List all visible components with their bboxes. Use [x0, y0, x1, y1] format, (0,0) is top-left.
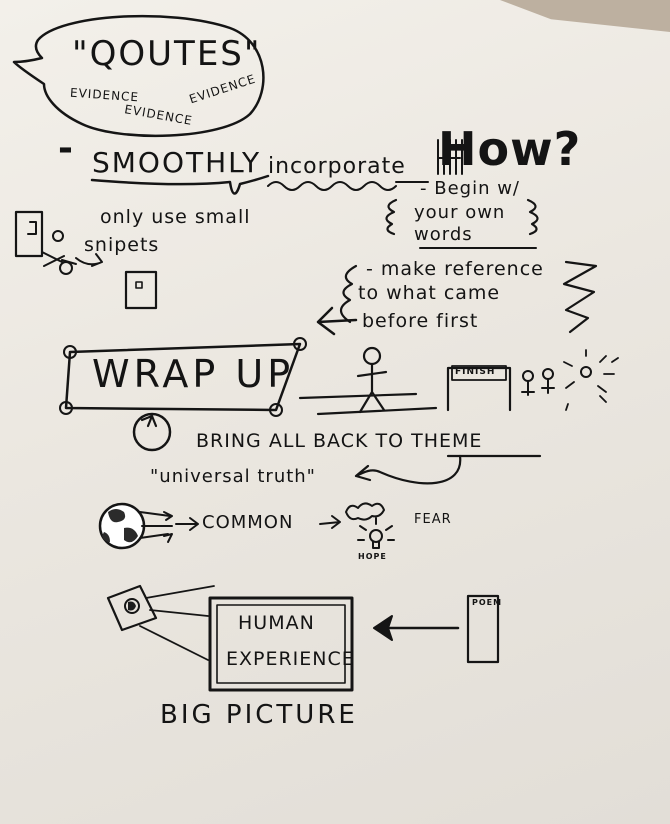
camera-lens-fill [128, 601, 136, 611]
scissors-icon [52, 230, 64, 242]
sun-icon [580, 366, 592, 378]
snippets-line-1: only use small [100, 206, 251, 228]
theme-connector-curve [354, 454, 462, 485]
smoothly-dash: - [58, 128, 74, 169]
camera-icon [106, 584, 158, 632]
common-label: COMMON [202, 512, 294, 533]
wrap-up-label: WRAP UP [92, 352, 295, 396]
wrap-up-corner-br [269, 403, 283, 417]
scissors-handle-icon [59, 261, 73, 275]
page-icon-notch [27, 221, 37, 235]
incorporate-squiggle [267, 181, 397, 191]
rotate-circle-icon [132, 412, 172, 452]
begin-brace-right [526, 198, 539, 236]
reference-line-3: before first [362, 310, 479, 332]
person-body-1 [521, 380, 535, 396]
wrap-up-corner-tl [63, 345, 77, 359]
page-icon-small-inner [135, 281, 143, 289]
camera-lens [124, 598, 140, 614]
wrap-up-box [64, 342, 302, 412]
reference-line-2: to what came [358, 282, 501, 304]
reference-zigzag-right [562, 260, 598, 334]
theme-line: BRING ALL BACK TO THEME [196, 430, 483, 452]
quotes-speech-bubble [12, 14, 265, 138]
snippets-line-2: snipets [84, 234, 160, 256]
person-icon-2 [542, 368, 554, 380]
globe-continents [102, 509, 138, 543]
person-icon-1 [522, 370, 534, 382]
ground-line [298, 392, 438, 416]
universal-truth: "universal truth" [150, 466, 316, 487]
smoothly-word: SMOOTHLY [92, 146, 262, 179]
person-body-2 [541, 378, 555, 394]
hope-bulb-icon [369, 529, 383, 543]
incorporate-word: incorporate [268, 154, 406, 179]
human-label: HUMAN [238, 612, 315, 634]
hope-label: HOPE [358, 552, 387, 561]
page-icon-small [124, 270, 158, 310]
poem-label: POEM [472, 598, 503, 607]
human-experience-frame [208, 596, 354, 692]
sun-rays [563, 349, 619, 411]
wrap-up-corner-tr [293, 337, 307, 351]
experience-label: EXPERIENCE [226, 648, 355, 670]
scissors-blades [41, 251, 77, 267]
finish-sign-box [451, 365, 507, 381]
begin-line-2: your own [414, 202, 506, 223]
rotate-arrow-icon [140, 414, 158, 428]
begin-brace-left [385, 198, 398, 236]
finish-sign-label: FINISH [455, 367, 496, 377]
quotes-heading: "QOUTES" [72, 34, 262, 74]
snippet-arrow [75, 253, 103, 267]
begin-line-1: - Begin w/ [420, 178, 520, 199]
common-arrow-1 [175, 517, 199, 531]
human-experience-frame-inner [216, 604, 346, 684]
how-shading [437, 139, 463, 175]
page-icon-left [14, 210, 44, 258]
begin-line-3: words [414, 224, 473, 245]
projection-lines [139, 585, 215, 661]
poem-arrowhead [373, 615, 393, 641]
reference-arrow [316, 306, 358, 336]
big-picture-caption: BIG PICTURE [160, 700, 358, 730]
fear-label: FEAR [414, 512, 452, 527]
globe-icon [98, 502, 146, 550]
fear-cloud-icon [345, 502, 385, 521]
wrap-up-corner-bl [59, 401, 73, 415]
reference-line-1: - make reference [366, 258, 544, 280]
smoothly-underline [90, 174, 270, 195]
poem-page [466, 594, 500, 664]
finish-line-post [446, 366, 512, 412]
stick-figure-head [362, 346, 382, 366]
hope-bulb-base [357, 517, 395, 549]
globe-rays [139, 511, 173, 543]
how-word: How? [438, 122, 582, 176]
stick-figure-body [356, 362, 388, 414]
common-arrow-2 [319, 515, 341, 529]
reference-brace-left [339, 264, 358, 324]
